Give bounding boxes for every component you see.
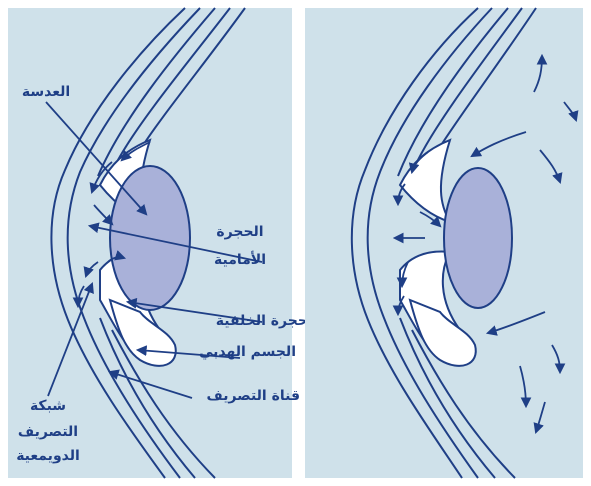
label-anterior-chamber-2: الأمامية bbox=[214, 251, 266, 268]
label-lens: العدسة bbox=[22, 84, 70, 100]
right-panel bbox=[305, 8, 583, 478]
left-panel: العدسة الحجرة الأمامية الحجرة الخلفية ال… bbox=[8, 8, 318, 478]
right-lens bbox=[444, 168, 512, 308]
label-trabecular-3: الدويمعية bbox=[16, 448, 80, 464]
label-posterior-chamber: الحجرة الخلفية bbox=[216, 313, 318, 329]
label-anterior-chamber-1: الحجرة bbox=[216, 224, 263, 240]
label-drainage-canal: قناة التصريف bbox=[207, 388, 300, 404]
label-trabecular-1: شبكة bbox=[30, 398, 66, 414]
label-ciliary-body: الجسم الهدبي bbox=[199, 344, 296, 360]
label-trabecular-2: التصريف bbox=[18, 424, 78, 440]
